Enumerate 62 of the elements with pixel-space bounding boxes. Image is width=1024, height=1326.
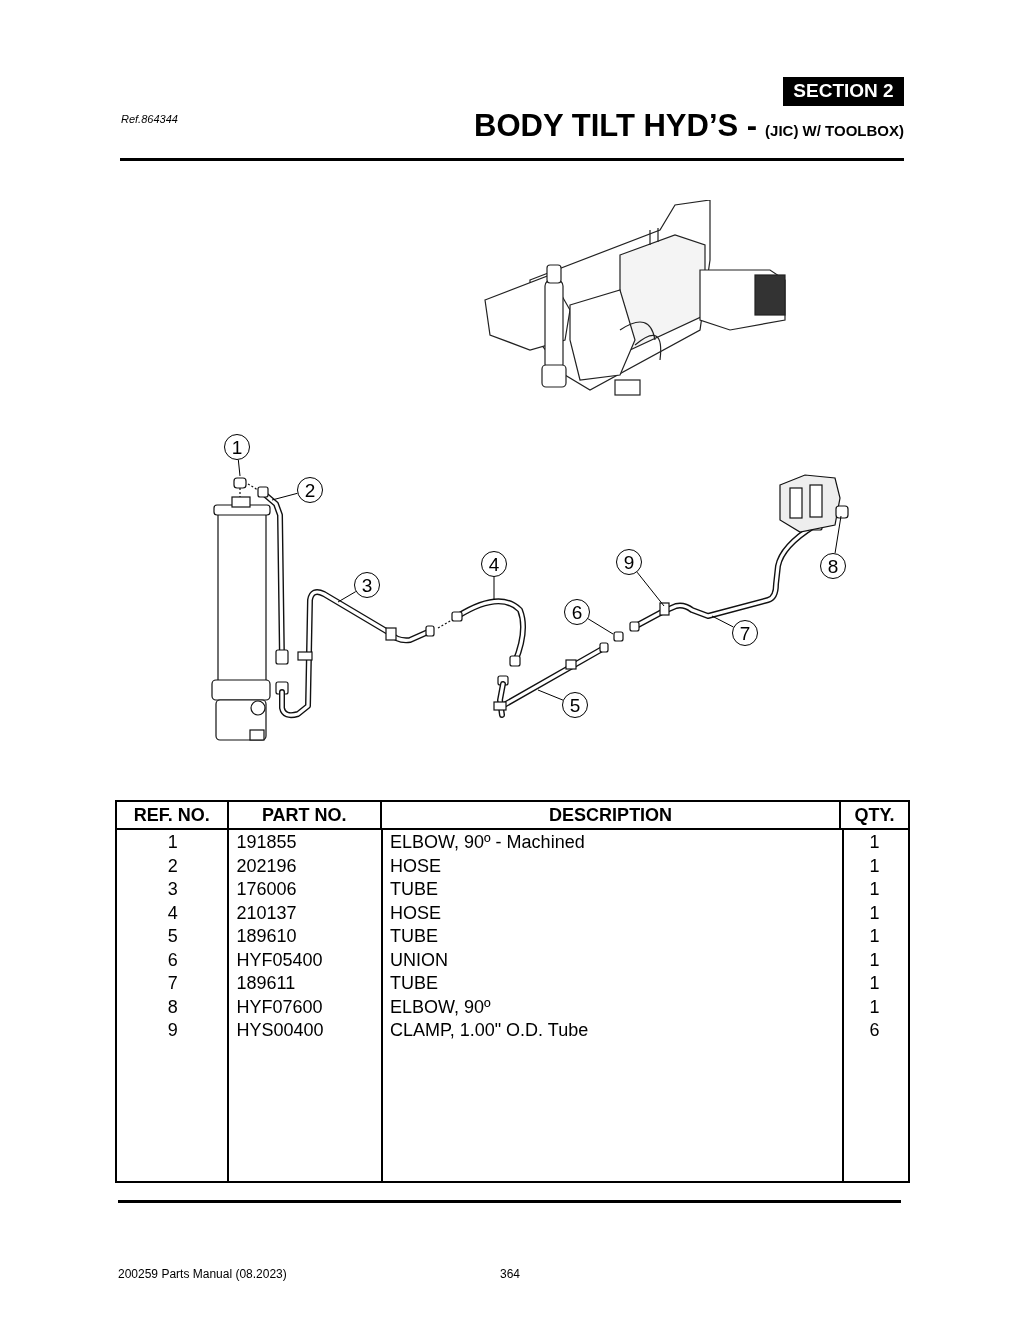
table-cell-text: TUBE [389, 972, 439, 995]
callout-number: 2 [297, 477, 323, 503]
table-cell-text: HYS00400 [235, 1019, 325, 1042]
table-cell-text: UNION [389, 948, 449, 972]
table-cell-text: 1 [868, 995, 881, 1019]
callout-number: 6 [564, 599, 590, 625]
table-cell-text: ELBOW, 90º - Machined [389, 831, 586, 854]
column-header: PART NO. [228, 802, 382, 828]
reference-number: Ref.864344 [121, 112, 178, 127]
table-cell-text: 1 [868, 854, 881, 878]
table-cell-text: 189610 [235, 925, 298, 948]
leader-line [237, 459, 241, 477]
table-cell-text: 6 [868, 1019, 881, 1042]
table-cell-text: 189611 [235, 972, 297, 995]
table-cell-text: 2 [166, 854, 179, 878]
callout-number: 5 [562, 692, 588, 718]
leader-line [271, 492, 298, 501]
table-cell-text: 5 [166, 925, 179, 948]
callout-number: 3 [354, 572, 380, 598]
table-cell-text: 1 [868, 831, 881, 854]
column-header: DESCRIPTION [382, 802, 842, 828]
callout-number: 8 [820, 553, 846, 579]
section-label: SECTION 2 [783, 77, 904, 106]
table-cell-text: 1 [868, 972, 881, 995]
table-cell-text: HOSE [389, 901, 442, 925]
page-subtitle: (JIC) W/ TOOLBOX) [765, 123, 904, 138]
table-cell-text: 4 [166, 901, 179, 925]
leader-line [711, 615, 734, 628]
table-cell-text: ELBOW, 90º [389, 995, 492, 1019]
callout-number: 7 [732, 620, 758, 646]
footer-text: 200259 Parts Manual (08.2023) [118, 1266, 287, 1283]
leader-line [834, 515, 842, 554]
column-header: QTY. [853, 803, 896, 827]
table-cell-text: 3 [166, 878, 179, 901]
page-number: 364 [500, 1266, 521, 1283]
leader-line [537, 689, 564, 701]
table-cell-text: 1 [868, 948, 881, 972]
page-title: BODY TILT HYD’S - [474, 110, 758, 141]
table-cell-text: 191855 [235, 831, 298, 854]
callout-number: 4 [481, 551, 507, 577]
callout-number: 9 [616, 549, 642, 575]
table-cell-text: CLAMP, 1.00" O.D. Tube [389, 1019, 590, 1042]
table-cell-text: HYF05400 [235, 948, 324, 972]
table-cell-text: 176006 [235, 878, 298, 901]
table-cell-text: 6 [166, 948, 179, 972]
table-cell-text: 210137 [235, 901, 298, 925]
leader-line [493, 576, 495, 601]
table-cell-text: 1 [868, 901, 881, 925]
table-cell-text: 8 [166, 995, 179, 1019]
table-cell-text: 1 [868, 925, 881, 948]
table-cell-text: 7 [166, 972, 179, 995]
table-cell-text: 1 [166, 831, 179, 854]
table-cell-text: TUBE [389, 925, 439, 948]
table-cell-text: TUBE [389, 878, 439, 901]
table-cell-text: HYF07600 [235, 995, 324, 1019]
table-cell-text: 1 [868, 878, 881, 901]
column-header: REF. NO. [117, 802, 229, 828]
leader-line [636, 571, 665, 607]
table-cell-text: 202196 [235, 854, 298, 878]
table-cell-text: HOSE [389, 854, 442, 878]
callout-number: 1 [224, 434, 250, 460]
table-cell-text: 9 [166, 1019, 179, 1042]
